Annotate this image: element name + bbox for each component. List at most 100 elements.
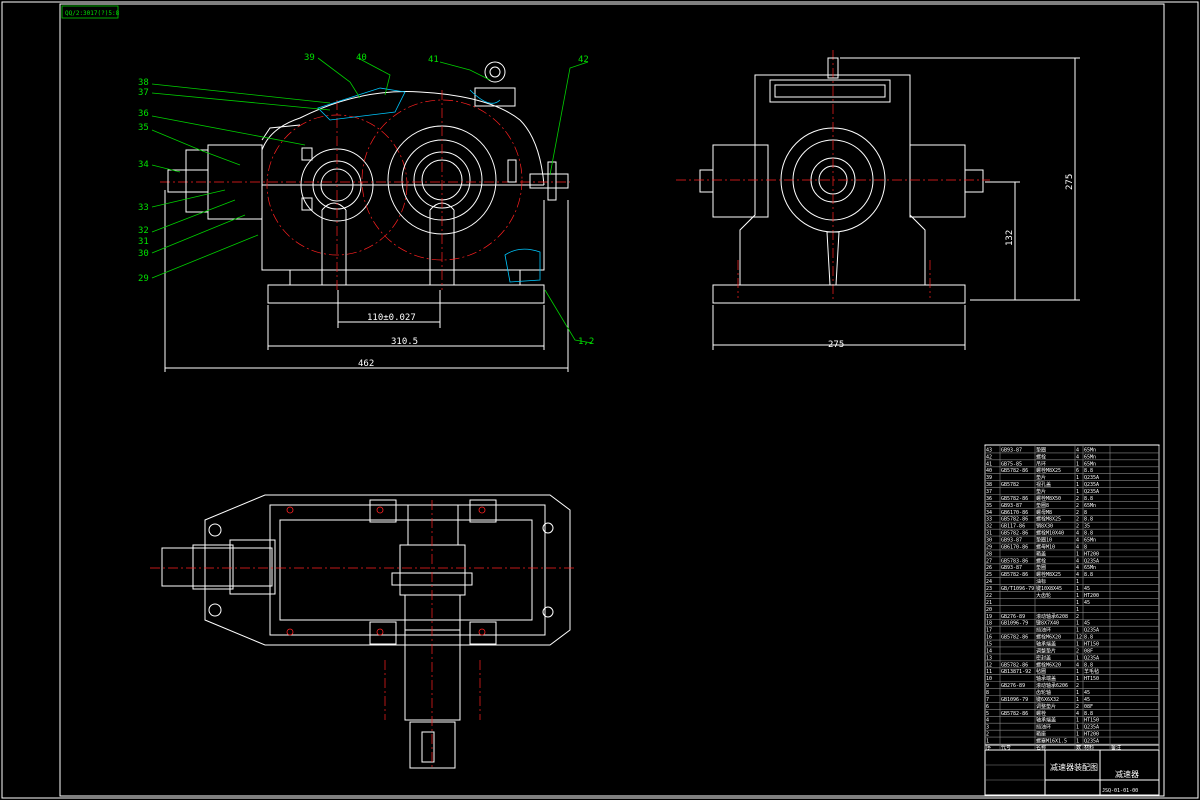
- bom-cell: 21: [986, 600, 992, 606]
- label-34: 34: [138, 160, 149, 170]
- bom-cell: GB5782-86: [1001, 468, 1028, 474]
- bom-cell: HT200: [1084, 551, 1099, 557]
- bom-cell: HT150: [1084, 641, 1099, 647]
- bom-cell: 29: [986, 544, 992, 550]
- label-39: 39: [304, 53, 315, 63]
- bom-cell: 08F: [1084, 704, 1093, 710]
- bom-cell: GB75-85: [1001, 461, 1022, 467]
- bom-cell: Q235A: [1084, 725, 1099, 731]
- bom-cell: 1: [1076, 607, 1079, 613]
- bom-cell: 1: [1076, 690, 1079, 696]
- bom-cell: 吊环: [1036, 461, 1046, 467]
- bom-cell: 螺母M8: [1036, 509, 1052, 516]
- bom-cell: 轴承端盖: [1036, 640, 1056, 647]
- bom-cell: Q235A: [1084, 655, 1099, 661]
- bom-cell: 4: [1076, 454, 1079, 460]
- bom-cell: GB5783-86: [1001, 558, 1028, 564]
- bom-cell: 螺栓M8X25: [1036, 571, 1061, 578]
- bom-cell: 17: [986, 628, 992, 634]
- bom-cell: 6: [986, 704, 989, 710]
- bom-header-cell: 序: [986, 744, 991, 751]
- bom-cell: 8.8: [1084, 662, 1093, 668]
- bom-cell: 1: [1076, 669, 1079, 675]
- bom-cell: 38: [986, 482, 992, 488]
- bom-cell: 6: [1076, 468, 1079, 474]
- bom-cell: 2: [1076, 614, 1079, 620]
- bom-cell: 31: [986, 531, 992, 537]
- bom-cell: 2: [1076, 704, 1079, 710]
- bom-cell: 18: [986, 621, 992, 627]
- bom-cell: 8.8: [1084, 468, 1093, 474]
- bom-cell: 1: [1076, 482, 1079, 488]
- bom-cell: 1: [1076, 600, 1079, 606]
- bom-cell: 1: [1076, 718, 1079, 724]
- side-view: [676, 50, 990, 304]
- bom-cell: 40: [986, 468, 992, 474]
- bom-cell: 滚动轴承6208: [1036, 613, 1068, 620]
- bom-cell: 43: [986, 447, 992, 453]
- bom-cell: 2: [1076, 496, 1079, 502]
- bom-cell: HT150: [1084, 676, 1099, 682]
- bom-cell: 15: [986, 641, 992, 647]
- bom-cell: 25: [986, 572, 992, 578]
- bom-cell: 4: [1076, 531, 1079, 537]
- dim-side-width: 275: [828, 340, 844, 350]
- dim-base-length: 310.5: [391, 337, 418, 347]
- bom-cell: 24: [986, 579, 992, 585]
- bom-cell: 45: [1084, 621, 1090, 627]
- bom-cell: 8: [986, 690, 989, 696]
- bom-cell: 螺栓: [1036, 557, 1046, 564]
- bom-cell: 键6X6X32: [1036, 696, 1059, 703]
- bom-cell: 调整垫片: [1036, 647, 1056, 654]
- bom-cell: GB276-89: [1001, 683, 1025, 689]
- bom-cell: 8.8: [1084, 572, 1093, 578]
- bom-cell: 11: [986, 669, 992, 675]
- bom-cell: 毡圈: [1036, 668, 1046, 675]
- bom-cell: GB5782-86: [1001, 517, 1028, 523]
- bom-cell: 垫圈8: [1036, 502, 1049, 509]
- bom-cell: 1: [1076, 489, 1079, 495]
- bom-cell: 螺栓M8X50: [1036, 495, 1061, 502]
- bom-cell: 2: [1076, 683, 1079, 689]
- bom-cell: 4: [1076, 447, 1079, 453]
- bom-cell: 8.8: [1084, 496, 1093, 502]
- drawing-number: JSQ-01-01-00: [1102, 788, 1138, 794]
- bom-cell: 12: [1076, 635, 1082, 641]
- bom-header-cell: 材料: [1084, 744, 1094, 751]
- bom-cell: 羊毛毡: [1084, 668, 1099, 675]
- bom-cell: 滚动轴承6206: [1036, 682, 1068, 689]
- dim-shaft-height: 132: [1005, 230, 1015, 246]
- bom-cell: 4: [986, 718, 989, 724]
- bom-cell: 1: [986, 739, 989, 745]
- bom-cell: 39: [986, 475, 992, 481]
- bom-cell: GB6170-86: [1001, 510, 1028, 516]
- bom-cell: 45: [1084, 697, 1090, 703]
- bom-cell: 1: [1076, 593, 1079, 599]
- bom-cell: 键8X7X40: [1036, 620, 1059, 627]
- bom-cell: 垫圈: [1036, 446, 1046, 453]
- bom-cell: GB5782-86: [1001, 662, 1028, 668]
- bom-cell: 轴承端盖: [1036, 717, 1056, 724]
- bom-cell: 1: [1076, 739, 1079, 745]
- bom-cell: 1: [1076, 732, 1079, 738]
- bom-cell: 34: [986, 510, 992, 516]
- bom-cell: 销8X30: [1036, 523, 1053, 530]
- bom-cell: GB1096-79: [1001, 621, 1028, 627]
- bom-cell: 35: [986, 503, 992, 509]
- side-dimensions: 275 275 132: [712, 57, 1080, 350]
- bom-cell: 4: [1076, 572, 1079, 578]
- bom-cell: 65Mn: [1084, 538, 1096, 544]
- label-29: 29: [138, 274, 149, 284]
- bom-cell: GB5782-86: [1001, 531, 1028, 537]
- bom-cell: 65Mn: [1084, 461, 1096, 467]
- label-40: 40: [356, 53, 367, 63]
- label-30: 30: [138, 249, 149, 259]
- bom-cell: HT200: [1084, 732, 1099, 738]
- label-42: 42: [578, 55, 589, 65]
- bom-cell: 1: [1076, 725, 1079, 731]
- label-35: 35: [138, 123, 149, 133]
- bom-cell: 2: [1076, 503, 1079, 509]
- bom-cell: GB276-89: [1001, 614, 1025, 620]
